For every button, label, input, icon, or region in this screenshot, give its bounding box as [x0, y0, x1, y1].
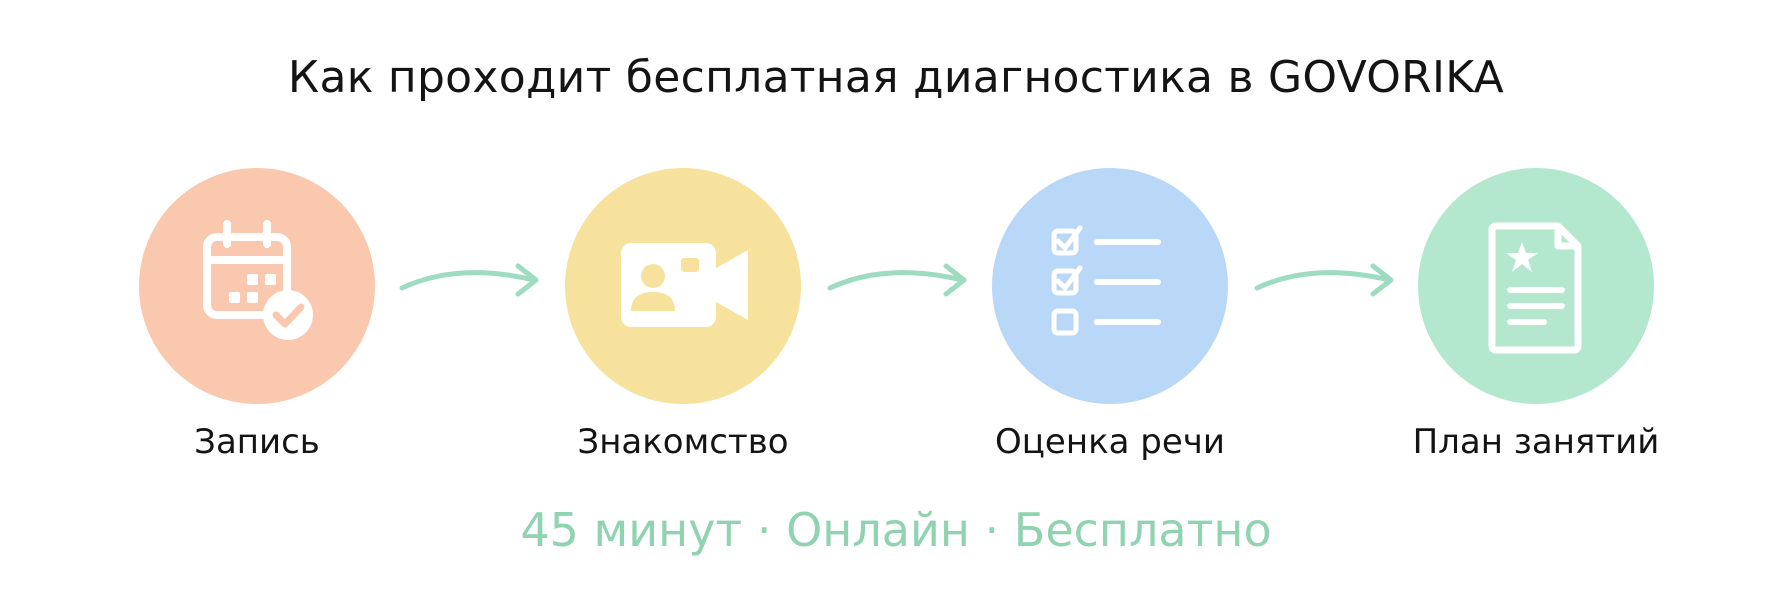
step-label: План занятий	[1412, 422, 1660, 462]
step-intro: Знакомство	[533, 168, 833, 488]
checklist-icon	[1051, 225, 1161, 336]
step-signup: Запись	[107, 168, 407, 488]
page-title: Как проходит бесплатная диагностика в GO…	[287, 52, 1505, 103]
step-circle	[139, 168, 375, 404]
step-assessment: Оценка речи	[960, 168, 1260, 488]
arrow-right-icon	[827, 263, 967, 297]
arrow-right-icon	[1254, 263, 1394, 297]
step-label: Запись	[194, 422, 320, 462]
calendar-check-icon	[203, 220, 313, 340]
step-circle	[1418, 168, 1654, 404]
step-circle	[992, 168, 1228, 404]
step-plan: План занятий	[1386, 168, 1686, 488]
document-star-icon	[1488, 222, 1582, 354]
tagline: 45 минут · Онлайн · Бесплатно	[520, 503, 1272, 557]
arrow-right-icon	[399, 263, 539, 297]
step-circle	[565, 168, 801, 404]
step-label: Оценка речи	[995, 422, 1225, 462]
video-call-icon	[621, 243, 748, 327]
step-label: Знакомство	[577, 422, 789, 462]
